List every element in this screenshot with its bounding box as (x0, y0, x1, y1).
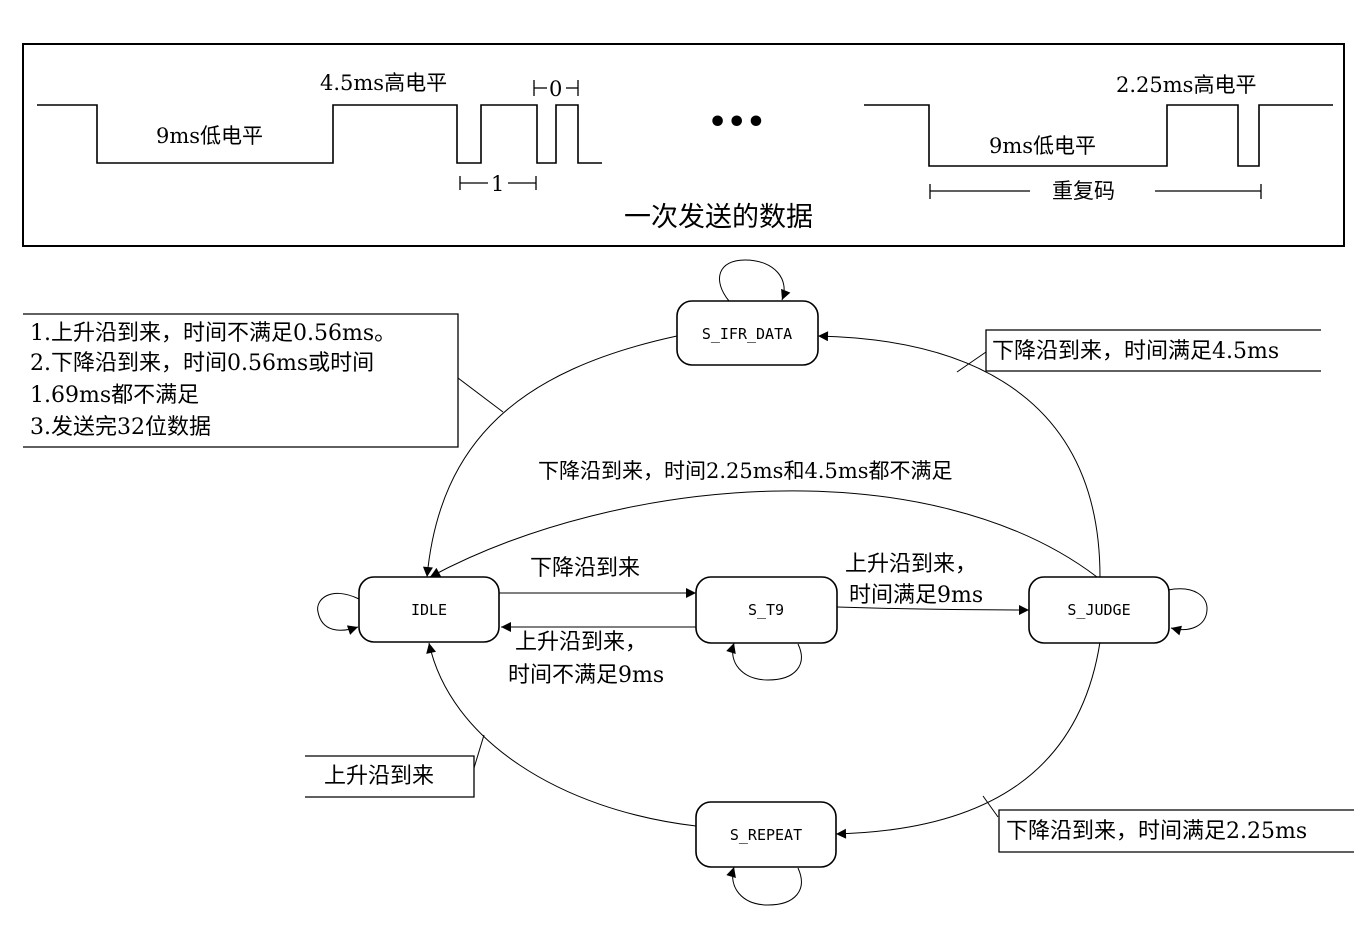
arc-judge-to-ifr (817, 331, 1101, 578)
leader-repeat-to-idle (473, 734, 485, 769)
note-ifr-line-1: 1.上升沿到来，时间不满足0.56ms。 (30, 321, 396, 346)
label-bit1: 1 (491, 172, 504, 196)
state-idle: IDLE (358, 576, 500, 643)
note-judge-to-repeat-text: 下降沿到来，时间满足2.25ms (1006, 819, 1307, 844)
state-t9: S_T9 (695, 576, 838, 644)
ellipsis: ••• (708, 105, 766, 140)
waveform-right (864, 104, 1333, 167)
label-t9-to-judge-2: 时间满足9ms (849, 583, 983, 608)
timing-caption: 一次发送的数据 (624, 202, 813, 233)
label-9ms-low-left: 9ms低电平 (156, 124, 263, 148)
state-ifr-data-label: S_IFR_DATA (702, 325, 792, 343)
loop-ifr-data (719, 259, 791, 302)
arc-t9-to-judge (836, 604, 1030, 615)
state-t9-label: S_T9 (748, 601, 784, 619)
label-idle-to-t9: 下降沿到来 (530, 556, 640, 581)
note-ifr-line-2: 2.下降沿到来，时间0.56ms或时间 (30, 351, 374, 376)
label-judge-to-idle: 下降沿到来，时间2.25ms和4.5ms都不满足 (538, 459, 953, 483)
loop-judge (1167, 588, 1208, 636)
state-repeat: S_REPEAT (695, 801, 837, 868)
note-judge-to-ifr-text: 下降沿到来，时间满足4.5ms (992, 339, 1279, 364)
leader-judge-to-ifr (956, 351, 987, 373)
note-ifr-line-4: 3.发送完32位数据 (30, 415, 211, 440)
label-9ms-low-right: 9ms低电平 (989, 134, 1096, 158)
state-ifr-data: S_IFR_DATA (676, 300, 819, 366)
label-t9-to-idle-1: 上升沿到来， (515, 630, 647, 655)
state-judge: S_JUDGE (1028, 576, 1170, 644)
bit0-marker (533, 80, 579, 96)
label-repeat-code: 重复码 (1052, 179, 1115, 203)
timing-frame (22, 43, 1345, 247)
leader-ifr-to-idle (457, 377, 504, 413)
note-judge-to-ifr: 下降沿到来，时间满足4.5ms (985, 329, 1321, 372)
state-idle-label: IDLE (411, 601, 447, 619)
label-t9-to-idle-2: 时间不满足9ms (508, 663, 664, 688)
bit1-marker (459, 176, 537, 190)
repeat-code-marker (929, 184, 1262, 199)
arc-judge-to-idle (429, 490, 1098, 578)
note-repeat-to-idle-text: 上升沿到来 (324, 764, 434, 789)
label-4-5ms-high: 4.5ms高电平 (320, 71, 447, 95)
state-repeat-label: S_REPEAT (730, 826, 802, 844)
label-t9-to-judge-1: 上升沿到来， (845, 552, 977, 577)
waveform-left (37, 104, 602, 164)
loop-t9 (726, 642, 802, 681)
label-2-25ms-high: 2.25ms高电平 (1116, 73, 1256, 97)
leader-judge-to-repeat (982, 795, 999, 818)
note-judge-to-repeat: 下降沿到来，时间满足2.25ms (998, 809, 1354, 853)
arc-ifr-to-idle (422, 335, 678, 578)
note-ifr-to-idle: 1.上升沿到来，时间不满足0.56ms。 2.下降沿到来，时间0.56ms或时间… (23, 313, 459, 448)
loop-repeat (726, 866, 802, 906)
arc-judge-to-repeat (835, 641, 1101, 839)
loop-idle (317, 592, 360, 635)
state-judge-label: S_JUDGE (1067, 601, 1130, 619)
note-repeat-to-idle: 上升沿到来 (305, 755, 475, 798)
note-ifr-line-3: 1.69ms都不满足 (30, 383, 199, 408)
label-bit0: 0 (549, 77, 562, 101)
arc-repeat-to-idle (426, 642, 697, 827)
